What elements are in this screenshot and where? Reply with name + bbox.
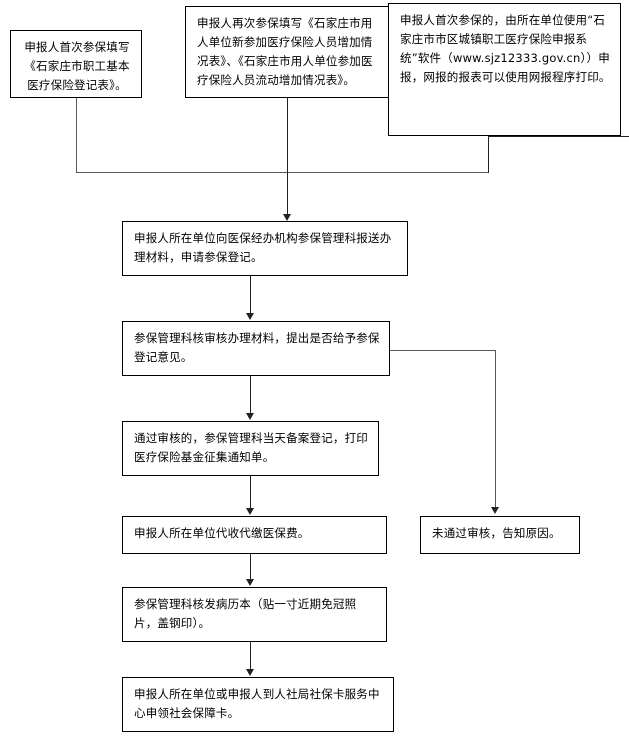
connector-box2-down [287, 98, 288, 215]
connector-box1-down [76, 98, 77, 173]
arrowhead-to-receive-social-card [246, 669, 254, 676]
connector-step3-step4 [250, 476, 251, 509]
node-submit-materials: 申报人所在单位向医保经办机构参保管理科报送办理材料，申请参保登记。 [122, 221, 408, 276]
connector-step1-step2 [250, 276, 251, 314]
connector-step4-step5 [250, 554, 251, 580]
node-repeat-insurance-forms: 申报人再次参保填写《石家庄市用人单位新参加医疗保险人员增加情况表》、《石家庄市用… [185, 6, 390, 98]
node-review-materials: 参保管理科核审核办理材料，提出是否给予参保登记意见。 [122, 321, 390, 376]
node-first-time-form: 申报人首次参保填写《石家庄市职工基本医疗保险登记表》。 [10, 30, 142, 98]
arrowhead-to-collect-premium [246, 508, 254, 515]
connector-box3-right [488, 136, 629, 137]
connector-rail [76, 172, 489, 173]
node-collect-premium: 申报人所在单位代收代缴医保费。 [122, 516, 387, 554]
arrowhead-to-approved-register [246, 413, 254, 420]
arrowhead-to-issue-medical-record [246, 579, 254, 586]
connector-review-branch-right [390, 350, 496, 351]
connector-box3-down [488, 136, 489, 173]
arrowhead-to-submit-materials [283, 214, 291, 221]
connector-step2-step3 [250, 376, 251, 414]
node-issue-medical-record: 参保管理科核发病历本（贴一寸近期免冠照片，盖钢印）。 [122, 587, 387, 642]
connector-step5-step6 [250, 642, 251, 669]
node-rejected: 未通过审核，告知原因。 [420, 516, 580, 554]
node-online-declaration-system: 申报人首次参保的，由所在单位使用“石家庄市市区城镇职工医疗保险申报系统”软件（w… [388, 3, 621, 136]
arrowhead-to-rejected [491, 507, 499, 514]
node-approved-register: 通过审核的，参保管理科当天备案登记，打印医疗保险基金征集通知单。 [122, 421, 379, 476]
node-receive-social-card: 申报人所在单位或申报人到人社局社保卡服务中心申领社会保障卡。 [122, 677, 394, 732]
connector-branch-down [495, 350, 496, 508]
arrowhead-to-review-materials [246, 313, 254, 320]
